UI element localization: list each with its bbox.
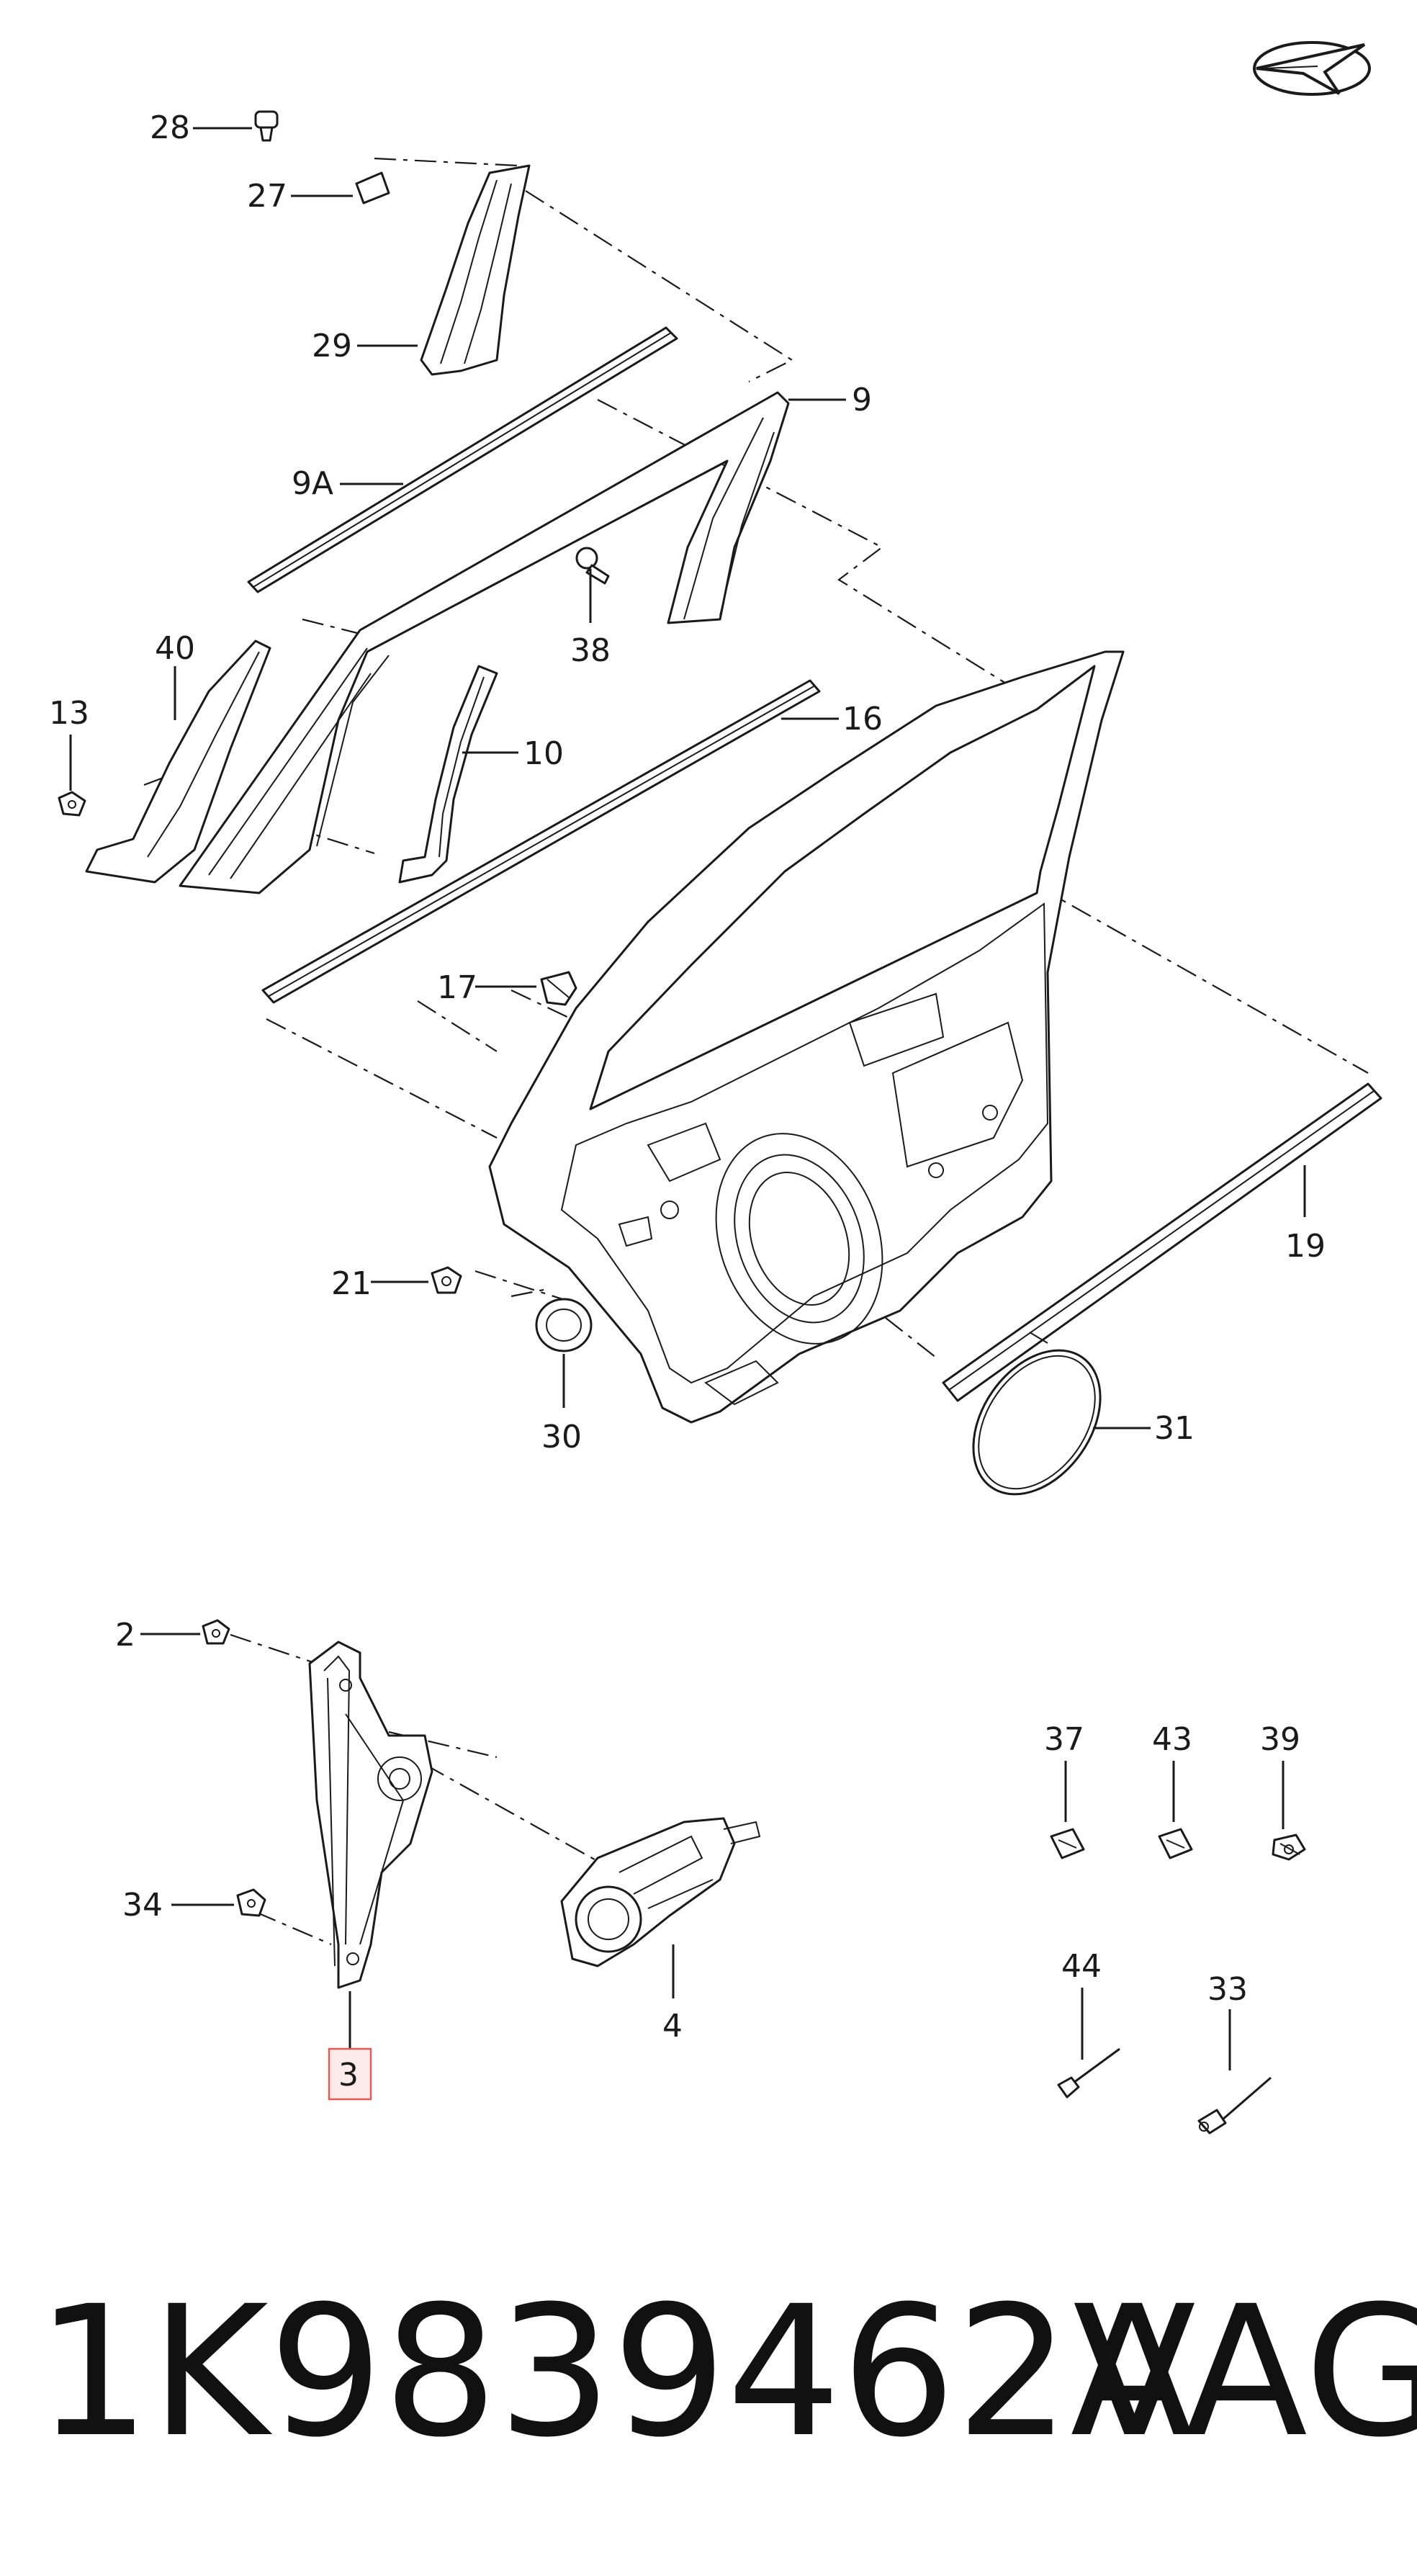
svg-text:38: 38 xyxy=(570,632,611,669)
part-3-regulator xyxy=(308,1641,433,1989)
door-shell xyxy=(488,650,1125,1424)
callout-19: 19 xyxy=(1285,1165,1326,1265)
svg-text:9: 9 xyxy=(852,382,872,418)
callout-29: 29 xyxy=(312,328,418,364)
callout-17: 17 xyxy=(437,969,536,1006)
callout-4: 4 xyxy=(662,1944,683,2045)
part-10-channel xyxy=(398,665,498,884)
part-9a-strip xyxy=(247,326,678,593)
part-44-rivet xyxy=(1057,2047,1120,2099)
svg-text:4: 4 xyxy=(662,2008,683,2045)
svg-text:3: 3 xyxy=(338,2057,359,2093)
svg-text:43: 43 xyxy=(1152,1721,1192,1758)
callout-10: 10 xyxy=(462,735,564,772)
callout-9: 9 xyxy=(788,382,872,418)
part-9-channel xyxy=(179,391,790,894)
svg-text:10: 10 xyxy=(523,735,564,772)
part-19-strip xyxy=(942,1082,1382,1402)
svg-text:31: 31 xyxy=(1154,1410,1195,1447)
part-28-screw xyxy=(254,110,279,142)
svg-text:44: 44 xyxy=(1061,1948,1102,1985)
part-37-nut xyxy=(1050,1828,1085,1859)
callout-44: 44 xyxy=(1061,1948,1102,2060)
callout-3: 3 xyxy=(328,1991,372,2101)
svg-text:21: 21 xyxy=(331,1265,372,1302)
callout-9a: 9A xyxy=(292,465,403,502)
svg-text:37: 37 xyxy=(1044,1721,1084,1758)
svg-text:30: 30 xyxy=(541,1419,582,1455)
part-17-clip xyxy=(540,971,577,1006)
part-16-strip xyxy=(261,679,821,1004)
part-4-motor xyxy=(560,1817,761,1967)
callout-16: 16 xyxy=(781,701,883,737)
svg-text:28: 28 xyxy=(150,109,190,146)
callout-31: 31 xyxy=(1093,1410,1195,1447)
svg-text:19: 19 xyxy=(1285,1228,1326,1265)
part-40-trim xyxy=(85,639,271,884)
part-43-nut xyxy=(1158,1828,1193,1859)
svg-text:27: 27 xyxy=(247,178,287,215)
part-21-screw xyxy=(431,1266,462,1294)
svg-text:16: 16 xyxy=(842,701,883,737)
svg-text:9A: 9A xyxy=(292,465,333,502)
callout-40: 40 xyxy=(155,630,195,720)
part-2-screw xyxy=(202,1619,230,1645)
part-30-grommet xyxy=(535,1298,593,1352)
part-34-screw xyxy=(236,1888,266,1917)
part-38-screw xyxy=(575,547,610,585)
callout-21: 21 xyxy=(331,1265,428,1302)
callout-30: 30 xyxy=(541,1354,582,1455)
svg-text:17: 17 xyxy=(437,969,477,1006)
svg-text:2: 2 xyxy=(115,1617,135,1653)
callout-38: 38 xyxy=(570,569,611,669)
part-31-cover xyxy=(972,1349,1102,1496)
callout-13: 13 xyxy=(49,695,89,791)
part-number-text: 1K9839462A xyxy=(36,2267,1193,2477)
part-27-clip xyxy=(355,171,390,205)
callout-27: 27 xyxy=(247,178,353,215)
brand-text: VAG xyxy=(1073,2267,1417,2477)
callout-33: 33 xyxy=(1207,1971,1248,2070)
callout-37: 37 xyxy=(1044,1721,1084,1822)
svg-text:33: 33 xyxy=(1207,1971,1248,2008)
part-29-trim xyxy=(420,164,531,376)
svg-text:39: 39 xyxy=(1260,1721,1300,1758)
logo-emblem-icon xyxy=(1253,41,1371,96)
callout-43: 43 xyxy=(1152,1721,1192,1822)
callout-39: 39 xyxy=(1260,1721,1300,1829)
part-33-rivet xyxy=(1197,2076,1272,2135)
svg-text:34: 34 xyxy=(122,1887,163,1924)
part-13-screw xyxy=(58,791,86,817)
callout-28: 28 xyxy=(150,109,252,146)
svg-text:13: 13 xyxy=(49,695,89,732)
svg-text:40: 40 xyxy=(155,630,195,667)
part-39-clip xyxy=(1272,1834,1306,1861)
svg-text:29: 29 xyxy=(312,328,352,364)
callout-34: 34 xyxy=(122,1887,234,1924)
callout-2: 2 xyxy=(115,1617,200,1653)
